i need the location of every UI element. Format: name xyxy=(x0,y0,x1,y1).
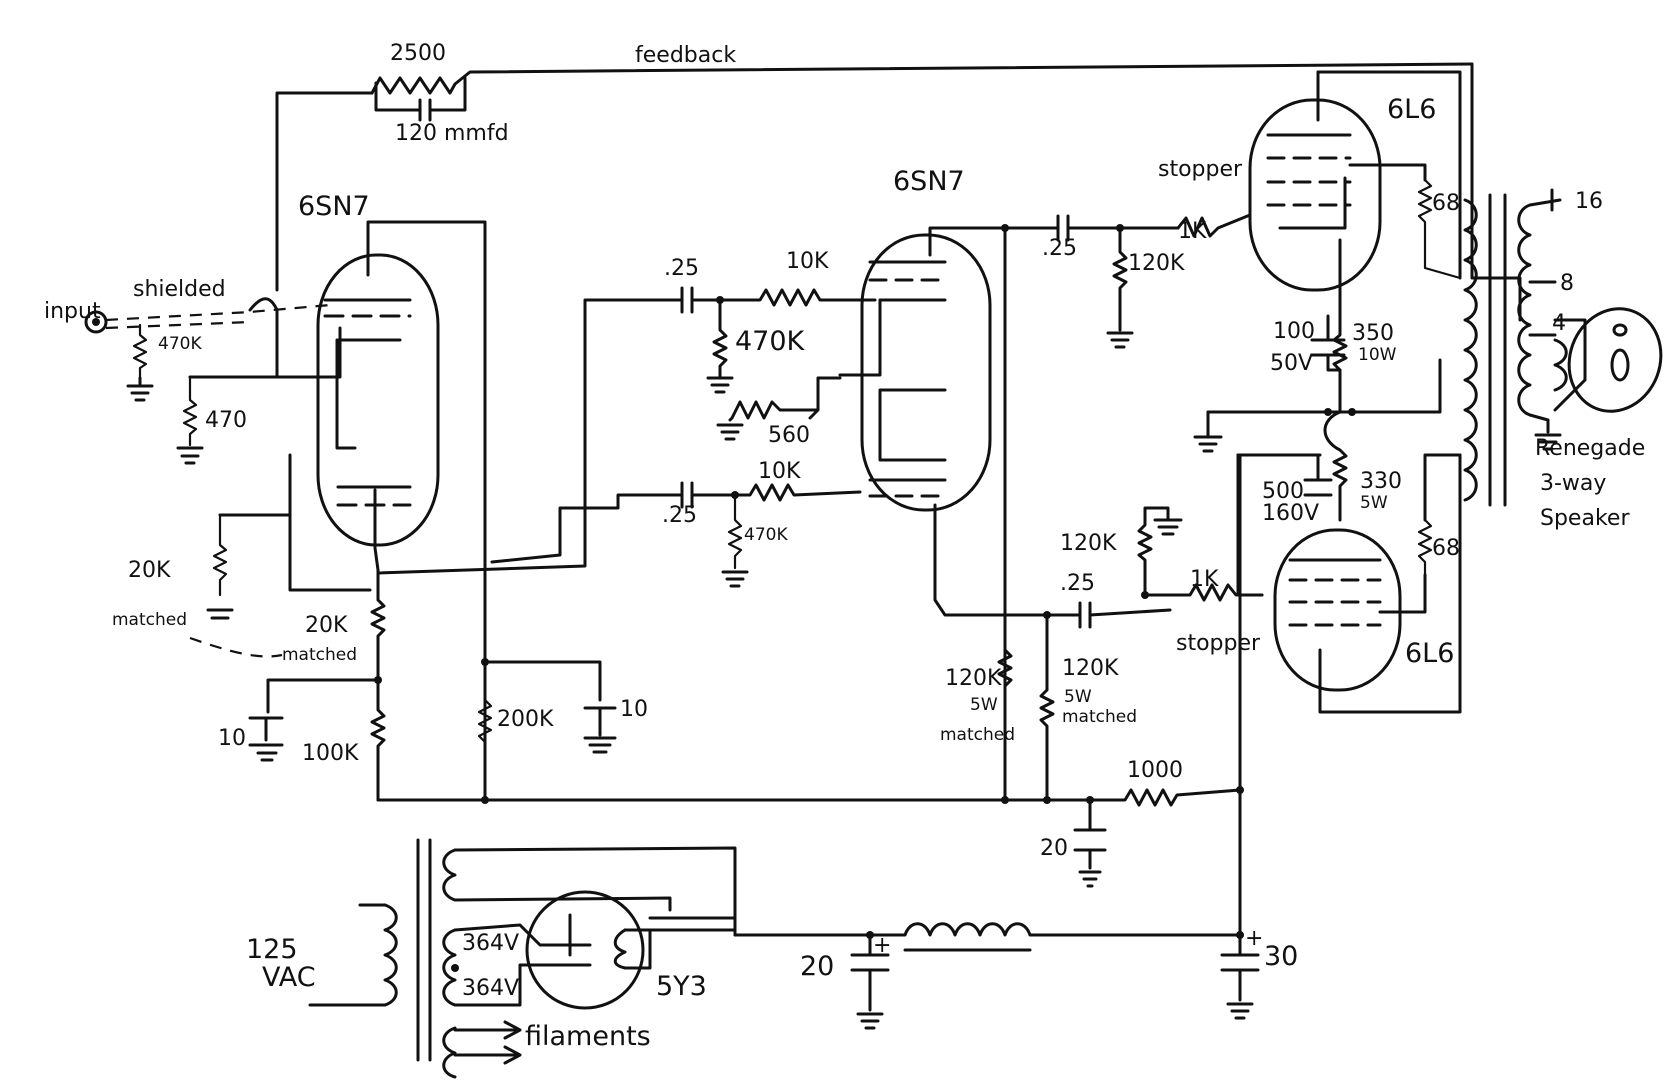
grid-stopper-bottom-label: 10K xyxy=(758,459,801,484)
power-supply: 125 VAC 364V 364V filaments 5Y3 20 + 30 … xyxy=(246,838,1298,1079)
speaker-label-line2: 3-way xyxy=(1540,471,1606,496)
phase-inverter-loads: .25 120K stopper 1K 120K 5W matched 120K… xyxy=(940,157,1264,802)
output-grid-leak-top-label: 120K xyxy=(1128,251,1185,276)
filter-cap-30-plus: + xyxy=(1245,926,1263,951)
grid-leak-top-label: 470K xyxy=(735,326,806,357)
tube-v2-6sn7: 6SN7 xyxy=(838,166,1007,802)
feedback-label: feedback xyxy=(635,43,736,68)
tube-6l6-top: 6L6 68 xyxy=(1248,70,1462,312)
grid-leak-bottom-label: 470K xyxy=(744,525,788,545)
plate-resistor-120k-label: 120K xyxy=(945,666,1002,691)
interstage-coupling: .25 10K 470K .25 10K 470K 560 xyxy=(376,249,877,588)
tube-6l6-bottom: 6L6 68 xyxy=(1236,453,1462,714)
coupling-cap-top-label: .25 xyxy=(664,256,699,281)
tube-v2-label: 6SN7 xyxy=(893,166,965,197)
matched-left-label: matched xyxy=(112,610,187,630)
input-jack xyxy=(84,310,108,334)
mains-unit-label: VAC xyxy=(262,962,316,993)
stopper-top-value-label: 1K xyxy=(1178,219,1207,244)
load-resistor-5w-label: 5W xyxy=(1064,687,1092,707)
cathode-350-label: 350 xyxy=(1352,321,1394,346)
v1-cathode-cap-label: 10 xyxy=(218,726,246,751)
output-cathode-network: 100 50V 350 10W 500 160V 330 5W xyxy=(1193,308,1442,526)
feedback-return-wire xyxy=(1470,62,1522,322)
tap-8-label: 8 xyxy=(1560,271,1574,296)
rectifier-envelope xyxy=(525,890,645,1010)
screen-resistor-top-label: 68 xyxy=(1432,191,1460,216)
filter-choke xyxy=(868,922,1242,937)
cathode-330-label: 330 xyxy=(1360,469,1402,494)
secondary-lower-label: 364V xyxy=(462,976,519,1001)
stopper-bottom-label: stopper xyxy=(1176,631,1261,656)
input-stage: 470K 470 input shielded xyxy=(44,277,342,465)
v1-cathode-network: 20K matched 20K matched 10 100K xyxy=(112,513,386,802)
cathode-10w-label: 10W xyxy=(1358,345,1397,365)
input-label: input xyxy=(44,299,101,324)
cathode-resistor-label: 470 xyxy=(205,408,247,433)
input-resistor-label: 470K xyxy=(158,334,202,354)
secondary-upper-label: 364V xyxy=(462,931,519,956)
load-resistor-120k-label: 120K xyxy=(1062,656,1119,681)
filter-cap-20-plus: + xyxy=(873,933,891,958)
bypass-cap-100-label: 100 xyxy=(1273,319,1315,344)
v1-20k-left-label: 20K xyxy=(128,558,171,583)
coupling-cap-bottom-label: .25 xyxy=(662,503,697,528)
bypass-cap-50v-label: 50V xyxy=(1270,351,1313,376)
tube-v1-6sn7: 6SN7 xyxy=(288,191,487,802)
tap-4-label: 4 xyxy=(1552,311,1566,336)
v1-20k-center-label: 20K xyxy=(305,613,348,638)
screen-resistor-bottom-label: 68 xyxy=(1432,536,1460,561)
speaker: Renegade 3-way Speaker xyxy=(1535,307,1663,531)
tube-6l6-bottom-label: 6L6 xyxy=(1405,638,1454,669)
decoupling-cap-label: 10 xyxy=(620,697,648,722)
output-coupling-bottom-label: .25 xyxy=(1060,571,1095,596)
speaker-label-line3: Speaker xyxy=(1540,506,1630,531)
matched-center-label: matched xyxy=(282,645,357,665)
plate-resistor-5w-label: 5W xyxy=(970,695,998,715)
shielded-label: shielded xyxy=(133,277,226,302)
grid-stopper-top-label: 10K xyxy=(786,249,829,274)
decoupling-200k-label: 200K xyxy=(497,707,554,732)
stopper-top-label: stopper xyxy=(1158,157,1243,182)
b-plus-rail: 1000 20 xyxy=(376,453,1244,937)
v2-cathode-resistor-label: 560 xyxy=(768,423,810,448)
v1-100k-label: 100K xyxy=(302,741,359,766)
mains-voltage-label: 125 xyxy=(246,934,298,965)
output-transformer: 16 8 4 xyxy=(1463,188,1603,507)
rectifier-label: 5Y3 xyxy=(656,971,707,1002)
output-coupling-top-label: .25 xyxy=(1042,236,1077,261)
bypass-cap-160v-label: 160V xyxy=(1262,501,1319,526)
stopper-bottom-value-label: 1K xyxy=(1190,567,1219,592)
feedback-network: 2500 120 mmfd feedback xyxy=(275,41,1522,322)
bypass-cap-500-label: 500 xyxy=(1262,479,1304,504)
load-resistor-matched-label: matched xyxy=(1062,707,1137,727)
filaments-label: filaments xyxy=(525,1021,651,1052)
output-grid-leak-bottom-label: 120K xyxy=(1060,531,1117,556)
filter-cap-20-label: 20 xyxy=(800,951,834,982)
tube-6l6-top-label: 6L6 xyxy=(1387,94,1436,125)
filter-cap-mid-label: 20 xyxy=(1040,836,1068,861)
filter-cap-30-label: 30 xyxy=(1264,941,1298,972)
feedback-resistor-label: 2500 xyxy=(390,41,446,66)
tap-16-label: 16 xyxy=(1575,189,1603,214)
feedback-cap-label: 120 mmfd xyxy=(395,121,509,146)
plate-resistor-matched-label: matched xyxy=(940,725,1015,745)
speaker-label-line1: Renegade xyxy=(1535,436,1645,461)
b-plus-decoupling: 200K 10 xyxy=(477,658,648,754)
dropping-resistor-label: 1000 xyxy=(1127,758,1183,783)
tube-v1-label: 6SN7 xyxy=(298,191,370,222)
cathode-5w-label: 5W xyxy=(1360,493,1388,513)
